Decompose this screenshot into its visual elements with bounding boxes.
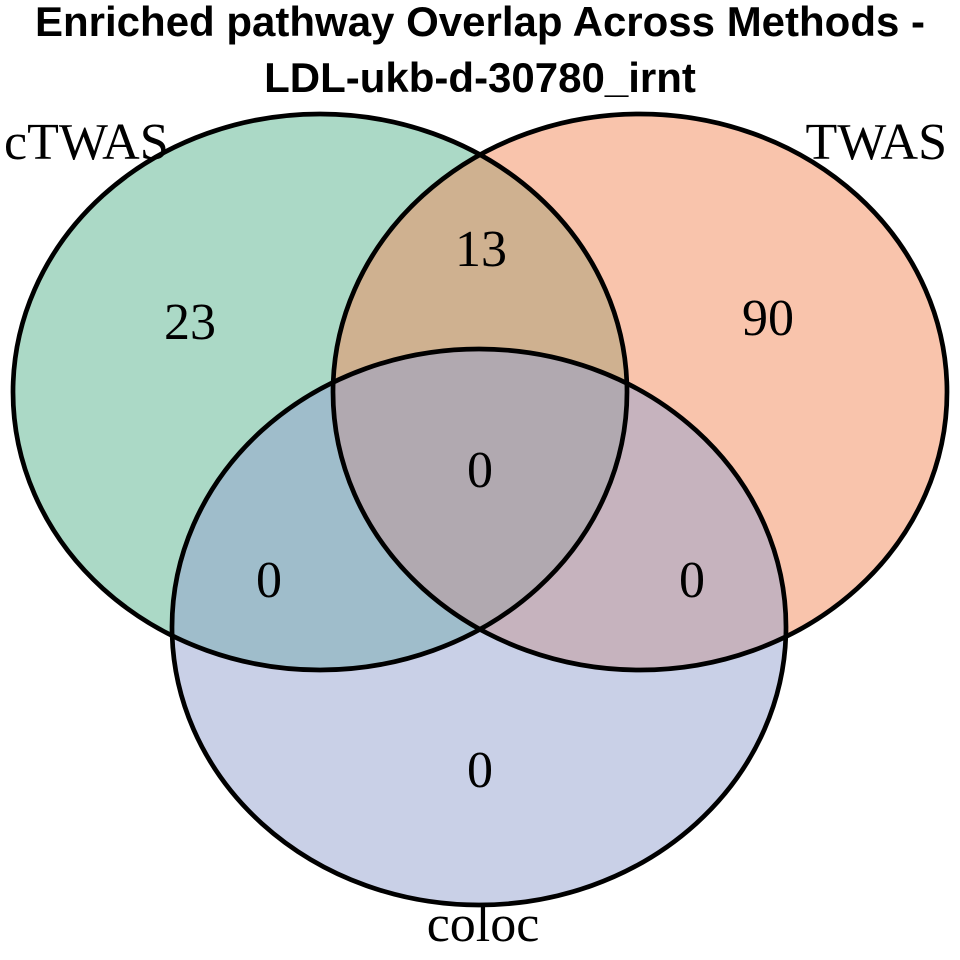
count-twas-only: 90 bbox=[742, 290, 794, 347]
venn-circle-outline-twas bbox=[330, 111, 950, 673]
count-twas-coloc-overlap: 0 bbox=[679, 552, 705, 609]
set-label-coloc: coloc bbox=[427, 896, 540, 953]
count-ctwas-only: 23 bbox=[164, 294, 216, 351]
count-all-three-overlap: 0 bbox=[467, 442, 493, 499]
venn-circle-outline-ctwas bbox=[10, 111, 630, 673]
set-label-twas: TWAS bbox=[805, 114, 947, 171]
chart-title-line1: Enriched pathway Overlap Across Methods … bbox=[35, 0, 925, 45]
count-ctwas-coloc-overlap: 0 bbox=[256, 552, 282, 609]
venn-circle-outline-coloc bbox=[169, 346, 789, 908]
count-coloc-only: 0 bbox=[467, 742, 493, 799]
chart-title-line2: LDL-ukb-d-30780_irnt bbox=[264, 54, 696, 101]
count-ctwas-twas-overlap: 13 bbox=[455, 221, 507, 278]
set-label-ctwas: cTWAS bbox=[4, 114, 169, 171]
